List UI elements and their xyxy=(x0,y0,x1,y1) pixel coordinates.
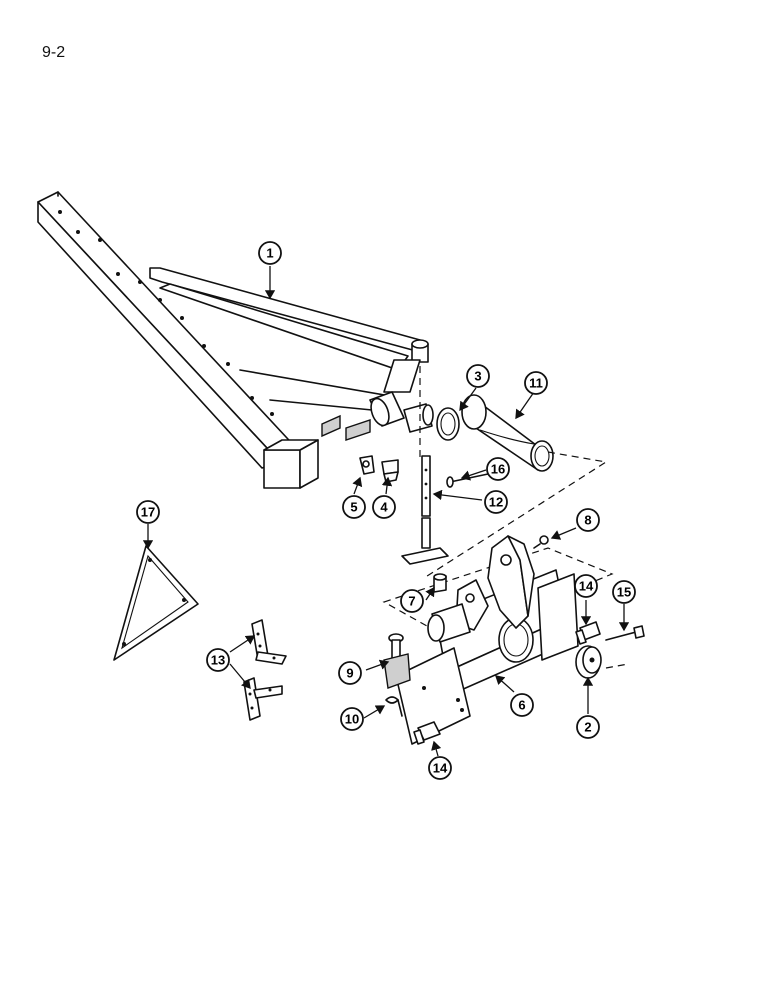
callout-5: 5 xyxy=(342,495,366,519)
svg-text:13: 13 xyxy=(211,653,225,668)
svg-text:4: 4 xyxy=(380,500,388,515)
callout-4: 4 xyxy=(372,495,396,519)
svg-text:16: 16 xyxy=(491,462,505,477)
collar-part xyxy=(403,403,434,433)
callout-13: 13 xyxy=(206,648,230,672)
hitch-weldment-part xyxy=(382,535,614,745)
callout-7: 7 xyxy=(400,589,424,613)
callout-17: 17 xyxy=(136,500,160,524)
svg-text:2: 2 xyxy=(584,720,591,735)
clip-5-part xyxy=(359,455,375,475)
callout-6: 6 xyxy=(510,693,534,717)
svg-text:3: 3 xyxy=(474,369,481,384)
bracket-13-lower-part xyxy=(243,677,283,721)
svg-text:14: 14 xyxy=(579,579,594,594)
callout-15: 15 xyxy=(612,580,636,604)
svg-text:6: 6 xyxy=(518,698,525,713)
hitch-pin-9-part xyxy=(383,633,411,689)
svg-text:5: 5 xyxy=(350,500,357,515)
leader-lines xyxy=(142,266,630,757)
svg-text:12: 12 xyxy=(489,495,503,510)
clip-pin-10-part xyxy=(385,696,403,717)
svg-text:8: 8 xyxy=(584,513,591,528)
callout-1: 1 xyxy=(258,241,282,265)
callout-9: 9 xyxy=(338,661,362,685)
svg-text:9: 9 xyxy=(346,666,353,681)
grease-fitting-8-part xyxy=(533,535,549,549)
svg-text:14: 14 xyxy=(433,761,448,776)
bushing-7-part xyxy=(433,573,447,593)
stud-14-upper-part xyxy=(575,621,601,645)
smv-emblem-17-part xyxy=(113,545,199,661)
page-number: 9-2 xyxy=(42,44,66,61)
callout-12: 12 xyxy=(484,490,508,514)
callout-16: 16 xyxy=(486,457,510,481)
ring-washer-part xyxy=(436,407,460,441)
frame-tongue-part xyxy=(37,191,429,489)
cap-2-part xyxy=(575,645,602,679)
callout-14-upper: 14 xyxy=(574,574,598,598)
svg-text:11: 11 xyxy=(529,376,543,391)
callout-14-lower: 14 xyxy=(428,756,452,780)
svg-text:15: 15 xyxy=(617,585,631,600)
svg-text:1: 1 xyxy=(266,246,273,261)
callout-10: 10 xyxy=(340,707,364,731)
svg-text:10: 10 xyxy=(345,712,359,727)
callout-11: 11 xyxy=(524,371,548,395)
bolt-15-part xyxy=(605,625,645,669)
callout-3: 3 xyxy=(466,364,490,388)
callout-8: 8 xyxy=(576,508,600,532)
svg-text:7: 7 xyxy=(408,594,415,609)
jack-pin-part xyxy=(401,455,449,565)
clip-4-part xyxy=(381,459,399,483)
stud-14-lower-part xyxy=(413,721,441,745)
tube-part xyxy=(461,394,554,472)
bracket-13-upper-part xyxy=(251,619,287,665)
callout-2: 2 xyxy=(576,715,600,739)
svg-text:17: 17 xyxy=(141,505,155,520)
